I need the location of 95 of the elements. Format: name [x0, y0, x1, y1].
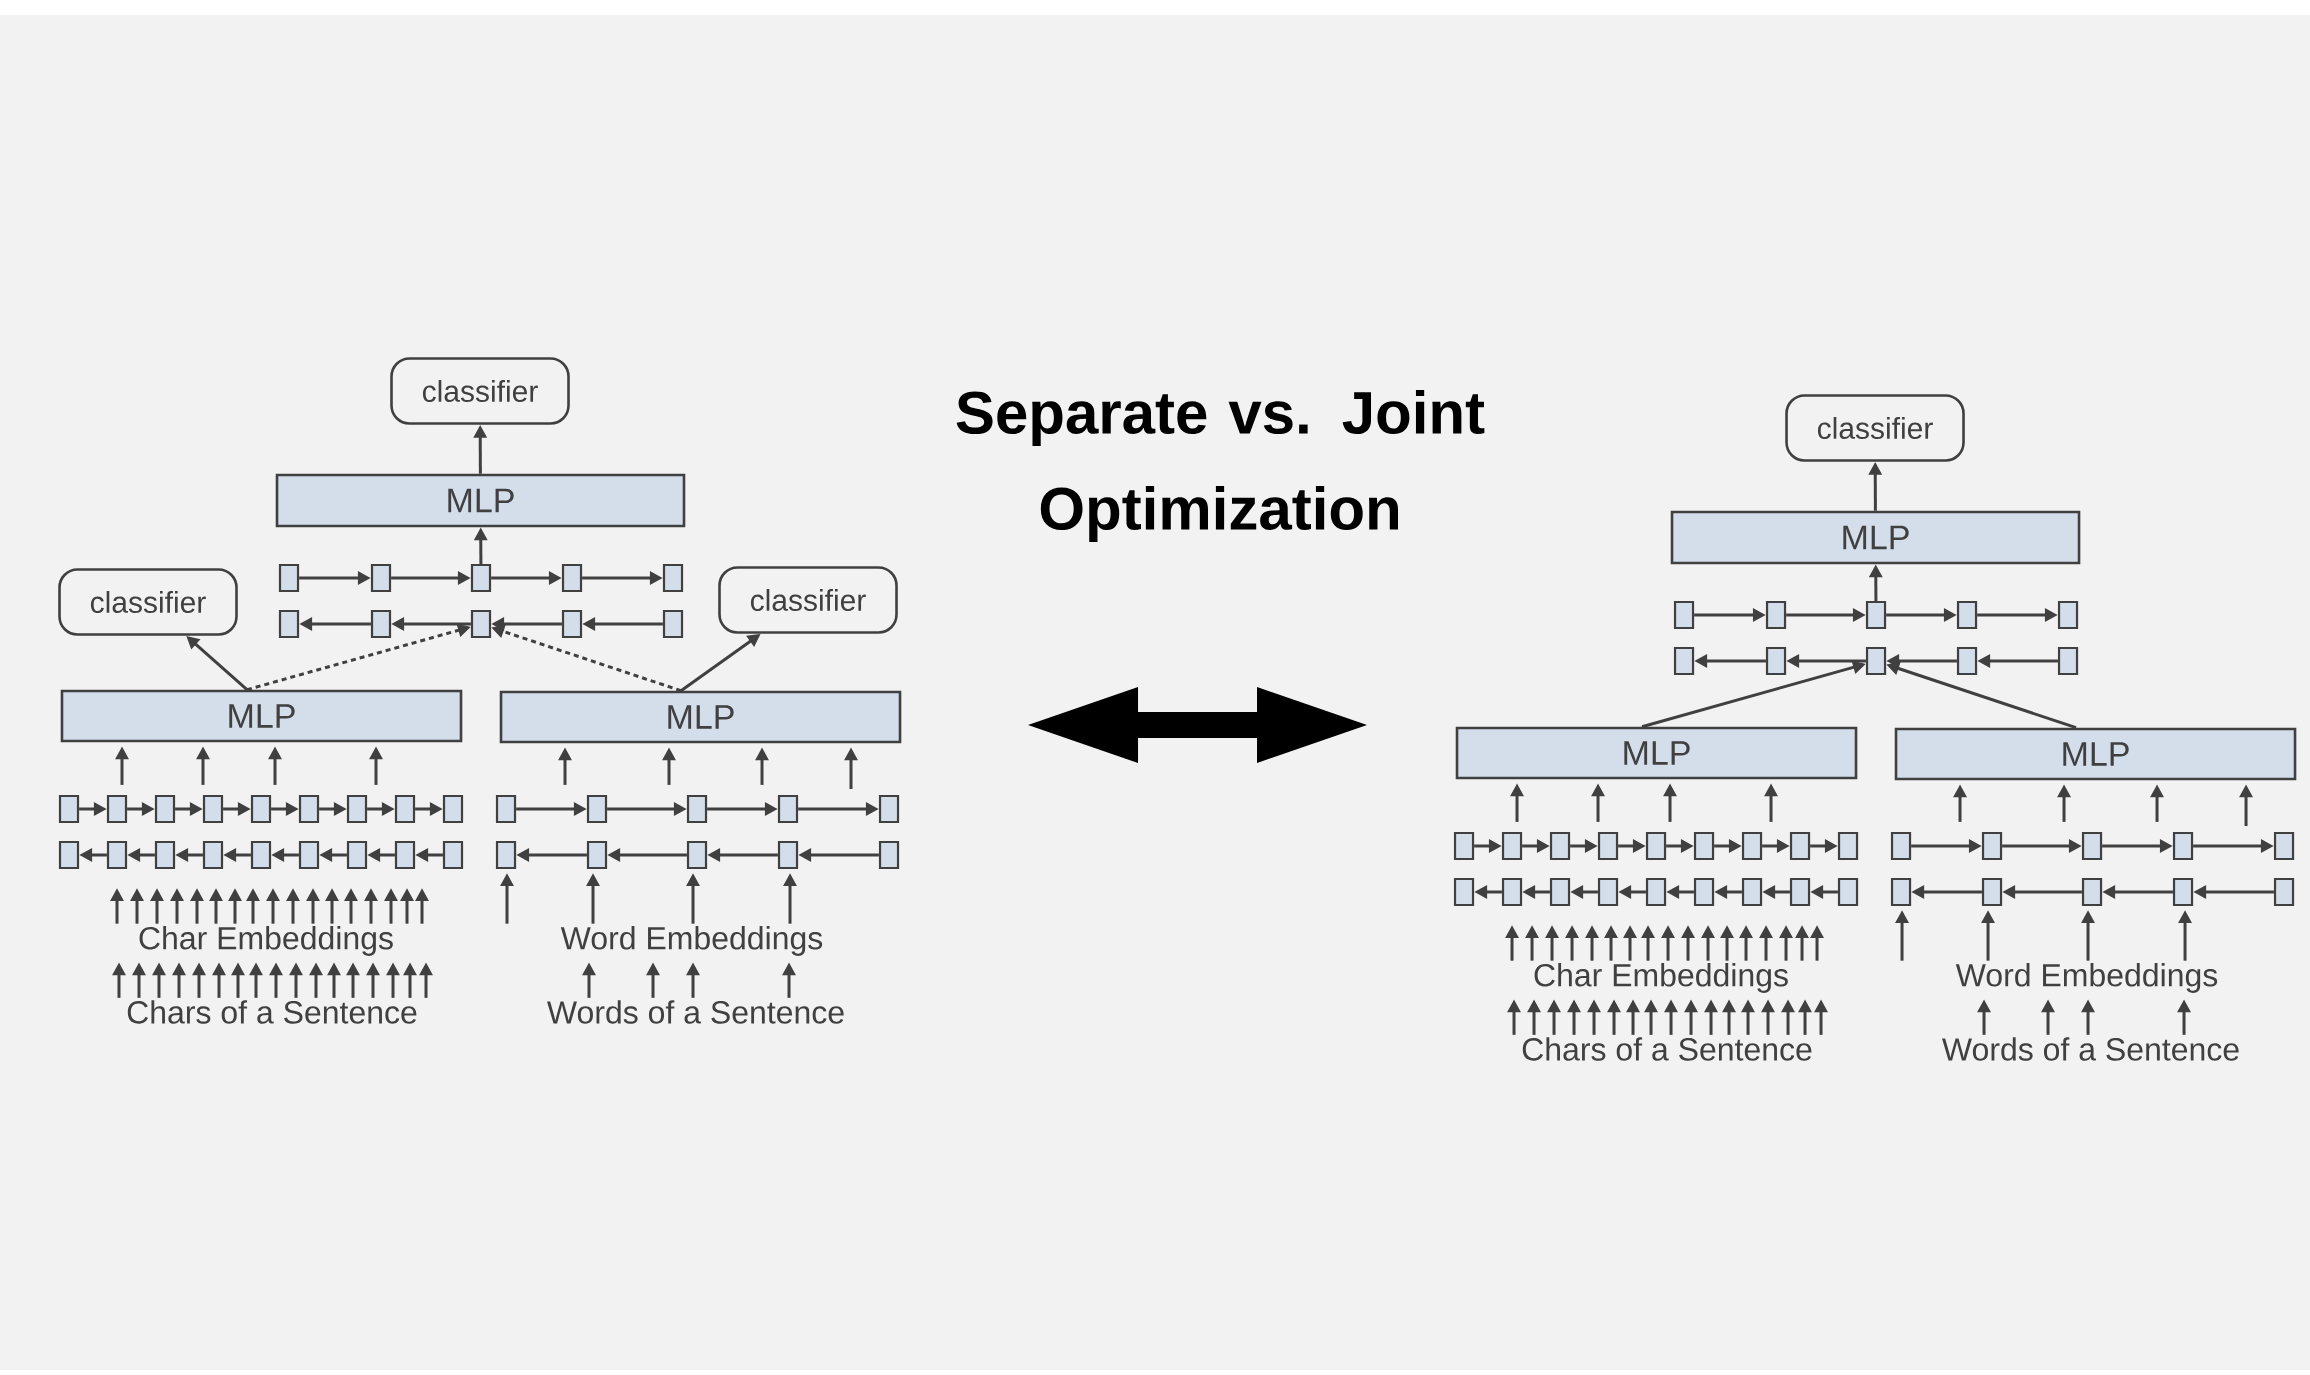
cell-box	[586, 840, 608, 870]
cell-box	[106, 794, 128, 824]
mlp-box: MLP	[1894, 727, 2297, 781]
cell-box	[1956, 600, 1978, 630]
cell-box	[1865, 600, 1887, 630]
cell-box	[442, 840, 464, 870]
cell-box	[1693, 877, 1715, 907]
cell-box	[442, 794, 464, 824]
cell-box	[1645, 831, 1667, 861]
text-label: Chars of a Sentence	[1522, 1037, 1812, 1061]
cell-box	[154, 794, 176, 824]
cell-box	[2081, 831, 2103, 861]
cell-box	[2057, 600, 2079, 630]
cell-box	[1549, 877, 1571, 907]
cell-box	[1597, 877, 1619, 907]
cell-box	[662, 609, 684, 639]
cell-box	[346, 840, 368, 870]
cell-box	[1597, 831, 1619, 861]
cell-box	[1865, 646, 1887, 676]
text-label: Words of a Sentence	[547, 1000, 844, 1024]
cell-box	[2081, 877, 2103, 907]
cell-box	[2273, 877, 2295, 907]
cell-box	[1693, 831, 1715, 861]
classifier-box: classifier	[58, 568, 238, 636]
cell-box	[470, 609, 492, 639]
cell-box	[586, 794, 608, 824]
text-label: Chars of a Sentence	[127, 1000, 417, 1024]
cell-box	[154, 840, 176, 870]
text-label: Word Embeddings	[560, 926, 823, 956]
cell-box	[58, 840, 80, 870]
cell-box	[394, 794, 416, 824]
cell-box	[1837, 831, 1859, 861]
text-label: Word Embeddings	[1955, 963, 2218, 993]
cell-box	[777, 840, 799, 870]
cell-box	[1741, 831, 1763, 861]
cell-box	[298, 794, 320, 824]
text-label: Char Embeddings	[139, 926, 393, 956]
text-label: Words of a Sentence	[1942, 1037, 2239, 1061]
classifier-box: classifier	[1785, 394, 1965, 462]
cell-box	[1890, 831, 1912, 861]
cell-box	[1549, 831, 1571, 861]
cell-box	[1890, 877, 1912, 907]
cell-box	[1645, 877, 1667, 907]
cell-box	[2172, 877, 2194, 907]
cell-box	[470, 563, 492, 593]
text-label: Char Embeddings	[1534, 963, 1788, 993]
title: Separate vs. Joint Optimization	[956, 390, 1485, 542]
cell-box	[561, 563, 583, 593]
cell-box	[202, 840, 224, 870]
mlp-box: MLP	[1455, 726, 1858, 780]
cell-box	[58, 794, 80, 824]
mlp-box: MLP	[1670, 510, 2081, 565]
mlp-box: MLP	[499, 690, 902, 744]
cell-box	[662, 563, 684, 593]
cell-box	[495, 794, 517, 824]
cell-box	[561, 609, 583, 639]
mlp-box: MLP	[60, 689, 463, 743]
cell-box	[1453, 877, 1475, 907]
cell-box	[686, 840, 708, 870]
mlp-box: MLP	[275, 473, 686, 528]
cell-box	[250, 794, 272, 824]
cell-box	[1981, 831, 2003, 861]
cell-box	[1673, 600, 1695, 630]
cell-box	[346, 794, 368, 824]
cell-box	[298, 840, 320, 870]
cell-box	[495, 840, 517, 870]
cell-box	[1501, 877, 1523, 907]
cell-box	[1673, 646, 1695, 676]
cell-box	[278, 609, 300, 639]
cell-box	[686, 794, 708, 824]
cell-box	[1765, 646, 1787, 676]
cell-box	[2172, 831, 2194, 861]
cell-box	[1501, 831, 1523, 861]
cell-box	[1765, 600, 1787, 630]
cell-box	[1453, 831, 1475, 861]
classifier-box: classifier	[390, 357, 570, 425]
cell-box	[394, 840, 416, 870]
cell-box	[250, 840, 272, 870]
cell-box	[370, 609, 392, 639]
cell-box	[1789, 831, 1811, 861]
cell-box	[1741, 877, 1763, 907]
cell-box	[1956, 646, 1978, 676]
cell-box	[878, 794, 900, 824]
cell-box	[106, 840, 128, 870]
cell-box	[370, 563, 392, 593]
cell-box	[1837, 877, 1859, 907]
cell-box	[777, 794, 799, 824]
classifier-box: classifier	[718, 566, 898, 634]
cell-box	[278, 563, 300, 593]
cell-box	[2273, 831, 2295, 861]
cell-box	[878, 840, 900, 870]
cell-box	[202, 794, 224, 824]
cell-box	[2057, 646, 2079, 676]
cell-box	[1981, 877, 2003, 907]
cell-box	[1789, 877, 1811, 907]
